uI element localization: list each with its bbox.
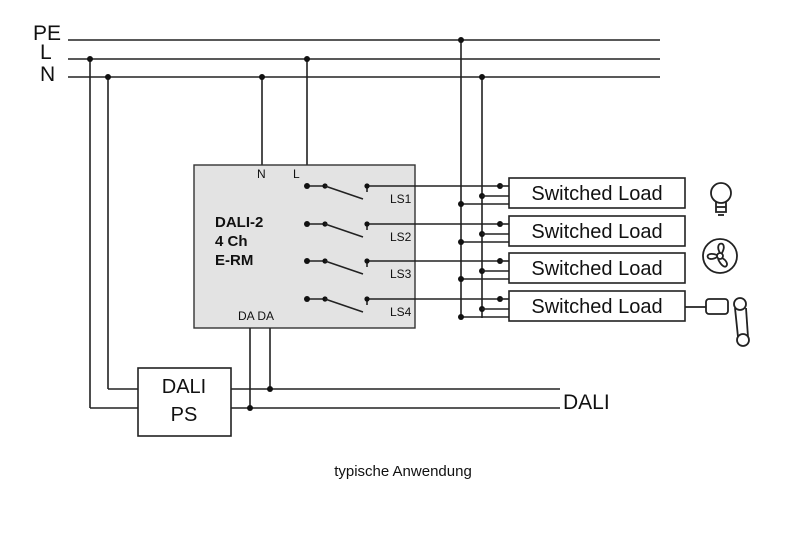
terminal-l-label: L (293, 167, 300, 181)
rail-label-n: N (40, 63, 55, 86)
module-name-line-1: DALI-2 (215, 214, 263, 231)
junction-n-loads (479, 74, 485, 80)
relay-module (193, 164, 416, 329)
channel-label-1: LS1 (390, 192, 412, 206)
light-bulb-icon (710, 182, 732, 216)
junction-da-1 (247, 405, 253, 411)
junction-n-module (259, 74, 265, 80)
terminal-n-label: N (257, 167, 266, 181)
junction-pe-3 (458, 276, 464, 282)
module-name-line-3: E-RM (215, 252, 253, 269)
bus-terminals-label: DA DA (238, 309, 274, 323)
motor-icon (685, 297, 750, 347)
module-name-line-2: 4 Ch (215, 233, 248, 250)
junction-l-ps (87, 56, 93, 62)
dali-power-supply (137, 367, 232, 437)
caption: typische Anwendung (334, 463, 472, 480)
power-supply-line-1: DALI (162, 376, 206, 398)
power-supply-line-2: PS (171, 404, 198, 426)
rail-label-pe: PE (33, 22, 61, 45)
channel-label-3: LS3 (390, 267, 412, 281)
load-row-3: Switched Load (458, 252, 686, 284)
load-box-1 (508, 177, 686, 209)
load-row-2: Switched Load (458, 215, 686, 247)
relay-contact-4: LS4 (304, 296, 500, 319)
dali-bus-label: DALI (563, 391, 610, 414)
relay-contact-2: LS2 (304, 221, 500, 244)
junction-l-module (304, 56, 310, 62)
rail-label-l: L (40, 41, 52, 64)
relay-contact-3: LS3 (304, 258, 500, 281)
load-row-4: Switched Load (458, 290, 686, 322)
load-box-3 (508, 252, 686, 284)
load-box-4 (508, 290, 686, 322)
junction-pe-4 (458, 314, 464, 320)
channel-label-4: LS4 (390, 305, 412, 319)
load-label-2: Switched Load (531, 221, 662, 243)
load-label-4: Switched Load (531, 296, 662, 318)
junction-pe-2 (458, 239, 464, 245)
fan-icon (702, 238, 738, 274)
junction-n-ps (105, 74, 111, 80)
load-label-1: Switched Load (531, 183, 662, 205)
junction-pe-1 (458, 201, 464, 207)
junction-pe-loads (458, 37, 464, 43)
load-box-2 (508, 215, 686, 247)
load-label-3: Switched Load (531, 258, 662, 280)
junction-da-2 (267, 386, 273, 392)
relay-contact-1: LS1 (304, 183, 500, 206)
load-row-1: Switched Load (458, 177, 686, 209)
channel-label-2: LS2 (390, 230, 412, 244)
